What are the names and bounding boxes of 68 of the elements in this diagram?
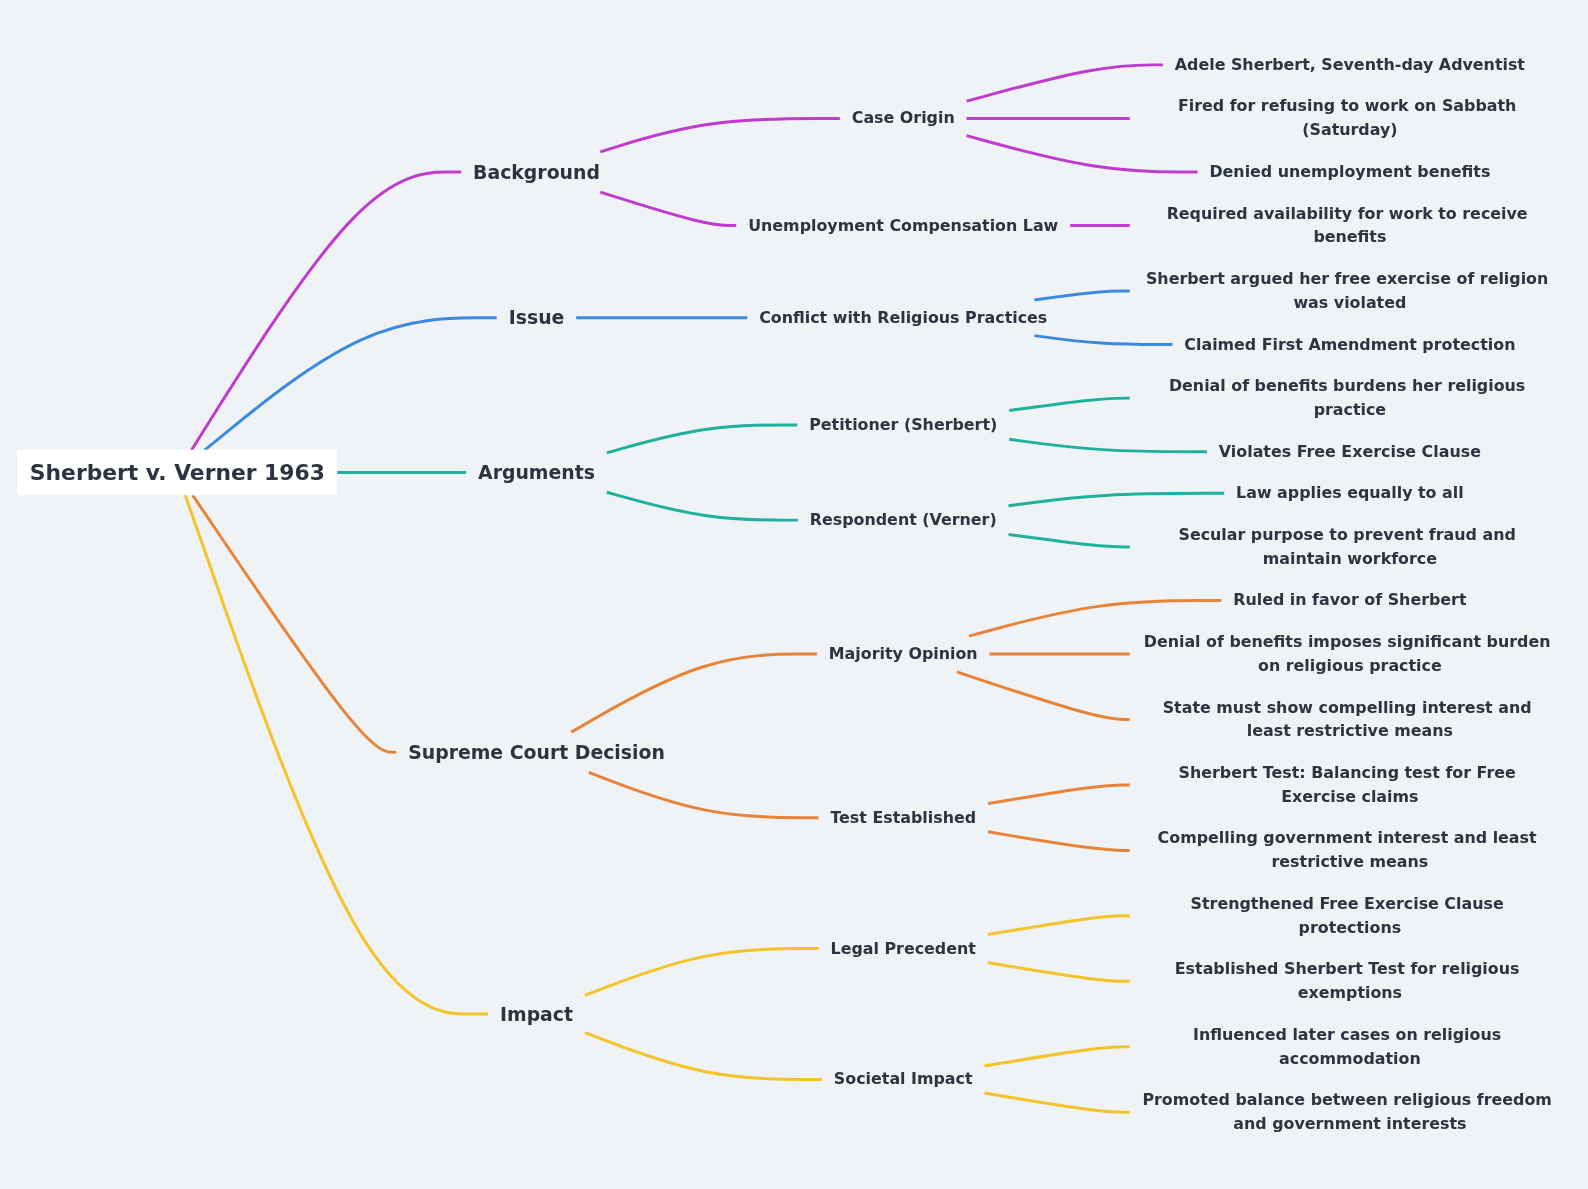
connector: [966, 63, 1163, 103]
connector: [576, 316, 748, 320]
node-text: Violates Free Exercise Clause: [1218, 441, 1481, 461]
connector: [191, 494, 397, 754]
connector: [966, 134, 1198, 174]
connector: [584, 1031, 822, 1081]
node-text: Law applies equally to all: [1236, 483, 1464, 503]
connector: [987, 961, 1130, 983]
connector: [1009, 437, 1207, 454]
node-text: Adele Sherbert, Seventh-day Adventist: [1174, 54, 1525, 74]
connector: [987, 830, 1130, 852]
connector: [1009, 396, 1130, 412]
connector: [336, 471, 467, 474]
node-text: Sherbert argued her free exercise of religion was violated: [1145, 269, 1549, 312]
node-text: Fired for refusing to work on Sabbath (Saturday): [1177, 96, 1517, 140]
connector: [203, 316, 497, 452]
node-text: Claimed First Amendment protection: [1184, 334, 1516, 354]
node-text: Required availability for work to receive benefits: [1166, 203, 1528, 247]
node-text: Strengthened Free Exercise Clause protections: [1190, 894, 1504, 937]
node-text: Respondent (Verner): [809, 510, 997, 530]
mind-map: Sherbert v. Verner 1963 Background Case Origin Adele Sherbert, Seventh-day Adventist Fired for refusing to work on Sabbath (Saturday) Denied unemployment benefits Unemployment Compensation Law Required availability for work to receive benefits Issue Conflict with Religious Practices Sherbert argued her free exercise of religion was violated Claimed First Amendment protection Arguments Petitioner (Sherbert) Denial of benefits burdens her religious practice Violates Free Exercise Clause Respondent (Verner) Law applies equally to all Secular purpose to prevent fraud and maintain workforce Supreme Court Decision Majority Opinion Ruled in favor of Sherbert Denial of benefits imposes significant burden on religious practice State must show compelling interest and least restrictive means Test Established Sherbert Test: Balancing test for Free Exercise claims Compelling government interest and least restrictive means Impact Legal Precedent Strengthened Free Exercise Clause protections Established Sherbert Test for religious exemptions Societal Impact Influenced later cases on religious accommodation Promoted balance between religious freedom and government interests: [10, 10, 1578, 1179]
connector: [1008, 491, 1225, 508]
node-text: Denial of benefits imposes significant burden on religious practice: [1143, 632, 1551, 675]
connector: [584, 947, 819, 997]
connector: [570, 652, 817, 734]
connector: [588, 770, 819, 820]
node-text: Established Sherbert Test for religious exemptions: [1174, 959, 1520, 1003]
node-box: [17, 449, 338, 496]
node-text: Secular purpose to prevent fraud and maintain workforce: [1178, 525, 1516, 568]
connector: [984, 1091, 1130, 1114]
connector: [190, 170, 462, 451]
connector: [1034, 334, 1173, 347]
node-text: Influenced later cases on religious accommodation: [1193, 1024, 1502, 1068]
node-text: Legal Precedent: [830, 938, 976, 958]
connector: [968, 598, 1222, 638]
node-text: Ruled in favor of Sherbert: [1233, 590, 1467, 610]
node-text: Conflict with Religious Practices: [759, 307, 1048, 327]
node-text: State must show compelling interest and least restrictive means: [1162, 697, 1532, 741]
node-text: Compelling government interest and least restrictive means: [1157, 828, 1537, 872]
node-text: Sherbert Test: Balancing test for Free Exercise claims: [1178, 763, 1516, 806]
node-text: Majority Opinion: [828, 644, 978, 663]
node-text: Arguments: [478, 461, 595, 484]
connector: [987, 914, 1130, 936]
node-text: Denied unemployment benefits: [1209, 162, 1491, 181]
node-text: Societal Impact: [833, 1069, 973, 1089]
connector: [183, 494, 489, 1016]
connector: [606, 490, 798, 522]
connector: [956, 670, 1130, 721]
node-text: Impact: [499, 1002, 574, 1025]
node-text: Unemployment Compensation Law: [748, 215, 1059, 235]
connector: [989, 652, 1130, 656]
connector: [606, 423, 798, 455]
node-text: Background: [473, 160, 600, 183]
node-text: Supreme Court Decision: [408, 741, 665, 763]
node-text: Issue: [508, 306, 565, 329]
connector: [599, 116, 840, 154]
connector: [984, 1045, 1130, 1068]
node-text: Test Established: [830, 807, 977, 827]
connector: [599, 190, 737, 228]
connector: [1034, 289, 1130, 302]
node-text: Denial of benefits burdens her religious practice: [1168, 376, 1526, 419]
connector: [987, 783, 1130, 806]
node-text: Promoted balance between religious freedom and government interests: [1142, 1090, 1552, 1134]
node-text: Petitioner (Sherbert): [809, 414, 998, 434]
node-text: Case Origin: [851, 108, 955, 128]
connector: [1008, 533, 1130, 549]
connector: [966, 116, 1130, 120]
connector: [1070, 224, 1130, 228]
